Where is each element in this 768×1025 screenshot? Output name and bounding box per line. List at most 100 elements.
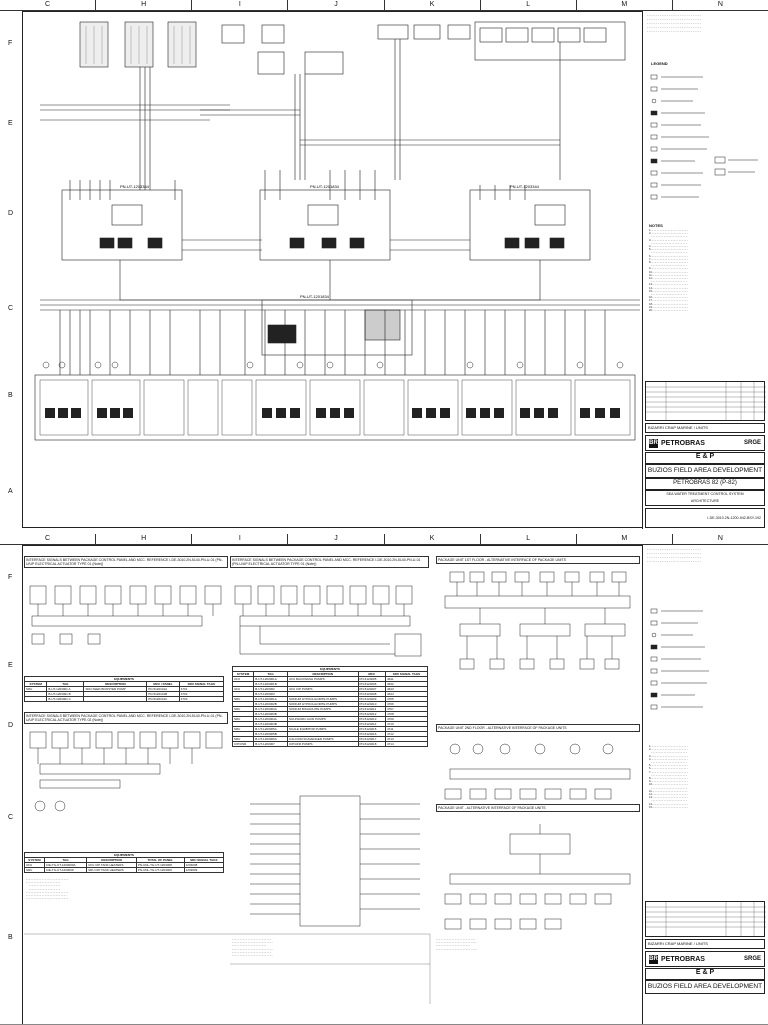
client-code: SRGE xyxy=(743,956,761,962)
table-row: B-UT-1203001 C PN-5120101C 4703 xyxy=(23,696,225,702)
drawing-title-row: SEA WATER TREATMENT CONTROL SYSTEM ARCHI… xyxy=(645,490,765,506)
column-label: I xyxy=(191,0,287,10)
row-label: D xyxy=(8,210,14,217)
table-cell: PN-5120218 xyxy=(357,741,386,747)
row-label: E xyxy=(8,120,13,127)
table-cell xyxy=(23,696,48,702)
column-label: K xyxy=(383,534,480,544)
revision-grid xyxy=(646,382,766,420)
table-cell: SRU CIP TANK HEATERS xyxy=(86,867,137,873)
table-cell: 1203009 xyxy=(183,867,225,873)
column-label: H xyxy=(95,534,191,544)
column-label: K xyxy=(383,0,480,10)
sheet2-notes-center: - - - - - - - - - - - - - - - - - - - - … xyxy=(232,938,273,958)
interface-diagrams xyxy=(24,571,631,1004)
table-cell xyxy=(83,696,148,702)
column-label: N xyxy=(671,0,768,10)
table-cell: PN-UNL-TG-UT-1203009 xyxy=(135,867,185,873)
drawing-sheet-1: C H I J K L M N F E D C B A xyxy=(0,0,768,535)
column-label: N xyxy=(671,534,768,544)
column-label: J xyxy=(287,534,383,544)
legend-title: LEGEND xyxy=(651,61,668,66)
equipment-table-1: EQUIPMENTS SYSTEM TAG DESCRIPTION MCC / … xyxy=(23,676,225,702)
panel-label-right: PN-UT-1203344 xyxy=(510,184,540,189)
network-heading-b: PACKAGE UNIT 2ND FLOOR - ALTERNATIVE INT… xyxy=(436,724,640,732)
interface-heading-c: INTERFACE SIGNALS BETWEEN PACKAGE CONTRO… xyxy=(24,712,228,724)
table-cell: B-UT-1203001 C xyxy=(46,696,85,702)
client-code: SRGE xyxy=(743,440,761,446)
interface-heading-a: INTERFACE SIGNALS BETWEEN PACKAGE CONTRO… xyxy=(24,556,228,568)
revision-table xyxy=(645,381,766,421)
doc-number: I-DE-3010.2N-1200-942-BSY-192 xyxy=(707,516,761,520)
notes-title: NOTES xyxy=(649,223,663,228)
project-row: BUZIOS FIELD AREA DEVELOPMENT xyxy=(645,464,765,478)
row-label: B xyxy=(8,934,13,941)
table-cell: PN-5120101C xyxy=(146,696,180,702)
table-cell: CIE-TG-UT-1203009 xyxy=(43,867,88,873)
sheet2-notes-right: - - - - - - - - - - - - - - - - - - - - … xyxy=(436,938,477,951)
equipment-table-3: EQUIPMENTS SYSTEM TAG DESCRIPTION TOTAL … xyxy=(24,852,225,873)
panel-label-mid: PN-UT-1201834 xyxy=(310,184,340,189)
network-heading-a: PACKAGE UNIT 1ST FLOOR - ALTERNATIVE INT… xyxy=(436,556,640,564)
column-label: I xyxy=(191,534,287,544)
br-logo-icon: BR xyxy=(649,954,658,964)
revision-list: - - - - - - - - - - - - - - - - - - - - … xyxy=(647,547,702,563)
equipment-table-2: EQUIPMENTS SYSTEM TAG DESCRIPTION MCC SR… xyxy=(231,666,429,747)
row-label: F xyxy=(8,40,13,47)
row-label: C xyxy=(8,305,14,312)
project-name: BUZIOS FIELD AREA DEVELOPMENT xyxy=(647,983,763,990)
revision-table xyxy=(645,901,766,937)
company-name: PETROBRAS xyxy=(661,439,705,447)
area-field: BIZARRI CRAP MARINE / UNITS xyxy=(645,939,765,949)
column-ruler: C H I J K L M N xyxy=(0,534,768,545)
notes-text: 1- - - - - - - - - - - - - - - - - - - -… xyxy=(649,745,688,809)
division-row: E & P xyxy=(645,968,765,980)
column-label: J xyxy=(287,0,383,10)
column-label: M xyxy=(575,534,672,544)
column-label: L xyxy=(479,0,576,10)
br-logo-icon: BR xyxy=(649,438,658,448)
drawing-title: SEA WATER TREATMENT CONTROL SYSTEM ARCHI… xyxy=(666,492,744,503)
company-name: PETROBRAS xyxy=(661,955,705,963)
table-cell: B-UT-1203007 xyxy=(253,741,289,747)
column-label: C xyxy=(45,535,51,542)
column-ruler: C H I J K L M N xyxy=(0,0,768,11)
panel-label-center: PN-UT-1201834 xyxy=(300,294,330,299)
project-name: BUZIOS FIELD AREA DEVELOPMENT xyxy=(647,467,763,474)
interface-heading-b: INTERFACE SIGNALS BETWEEN PACKAGE CONTRO… xyxy=(230,556,429,568)
division-row: E & P xyxy=(645,452,765,464)
panel-label-left: PN-UT-1203344 xyxy=(120,184,150,189)
revision-list: - - - - - - - - - - - - - - - - - - - - … xyxy=(647,13,702,33)
table-cell: CIP/UFR PUMPS xyxy=(287,741,359,747)
division: E & P xyxy=(695,453,715,460)
title-block: - - - - - - - - - - - - - - - - - - - - … xyxy=(642,545,767,1023)
legend-symbols xyxy=(650,74,758,200)
table-row: SRU CIE-TG-UT-1203009 SRU CIP TANK HEATE… xyxy=(24,867,225,873)
architecture-diagram: PN-UT-1203344 PN-UT-1201834 PN-UT-120334… xyxy=(34,21,640,441)
doc-number-row: I-DE-3010.2N-1200-942-BSY-192 xyxy=(645,508,765,528)
division: E & P xyxy=(695,969,715,976)
column-label: L xyxy=(479,534,576,544)
row-label: C xyxy=(8,814,14,821)
drawing-sheet-2: C H I J K L M N F E D C B INTERFACE SIGN… xyxy=(0,534,768,1025)
row-label: D xyxy=(8,722,14,729)
notes-text: 1- - - - - - - - - - - - - - - - - - - -… xyxy=(649,229,688,313)
revision-grid xyxy=(646,902,766,936)
table-cell: CIP/USR xyxy=(231,741,255,747)
table-cell: SRU xyxy=(24,867,45,873)
row-label: E xyxy=(8,662,13,669)
area-field: BIZARRI CRAP MARINE / UNITS xyxy=(645,423,765,433)
row-label: B xyxy=(8,392,13,399)
legend-symbols xyxy=(650,608,709,710)
table-cell: 4714 xyxy=(384,741,429,747)
row-label: F xyxy=(8,574,13,581)
network-heading-c: PACKAGE UNIT - ALTERNATIVE INTERFACE OF … xyxy=(436,804,640,812)
row-label: A xyxy=(8,488,13,495)
